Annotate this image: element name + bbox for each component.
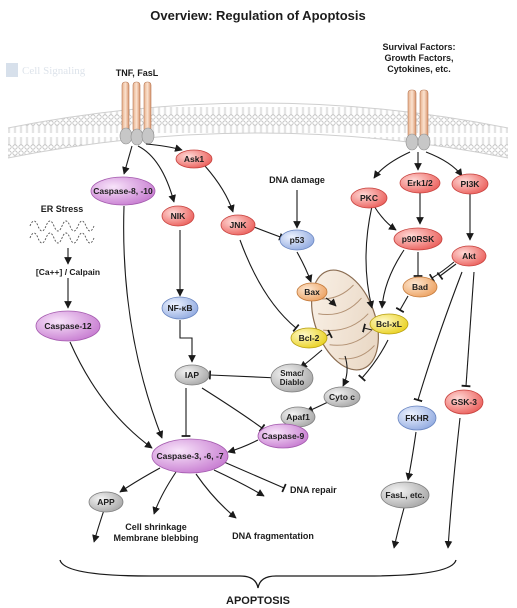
node-erk1-2: Erk1/2 <box>399 172 441 194</box>
node-p53: p53 <box>279 229 315 251</box>
er-stress-label: ER Stress <box>41 204 84 214</box>
node-bcl-2: Bcl-2 <box>290 327 328 349</box>
svg-text:Caspase-3, -6, -7: Caspase-3, -6, -7 <box>156 451 223 461</box>
svg-text:Caspase-12: Caspase-12 <box>44 321 92 331</box>
svg-text:Cell Signaling: Cell Signaling <box>22 65 86 77</box>
svg-text:p90RSK: p90RSK <box>402 234 435 244</box>
membrane-blebbing-label: Membrane blebbing <box>113 533 198 543</box>
node-ask1: Ask1 <box>175 149 213 169</box>
svg-text:NF-κB: NF-κB <box>167 303 192 313</box>
svg-text:APP: APP <box>97 497 115 507</box>
svg-text:PI3K: PI3K <box>461 179 481 189</box>
svg-text:PKC: PKC <box>360 193 378 203</box>
svg-text:GSK-3: GSK-3 <box>451 397 477 407</box>
node-p90rsk: p90RSK <box>393 227 443 251</box>
survival-factors-line-3: Cytokines, etc. <box>387 64 451 74</box>
node-bax: Bax <box>296 282 328 302</box>
svg-text:Apaf1: Apaf1 <box>286 412 310 422</box>
diagram-title: Overview: Regulation of Apoptosis <box>150 8 365 23</box>
node-akt: Akt <box>451 245 487 267</box>
node-bad: Bad <box>402 276 438 298</box>
node-caspase-3-6-7: Caspase-3, -6, -7 <box>151 438 229 474</box>
pathway-edges <box>64 143 475 549</box>
dna-fragmentation-label: DNA fragmentation <box>232 531 314 541</box>
node-smac-diablo: Smac/ Diablo <box>270 363 314 393</box>
node-jnk: JNK <box>220 214 256 236</box>
node-caspase-8-10: Caspase-8, -10 <box>90 176 156 206</box>
survival-factor-receptor <box>405 89 431 151</box>
node-cyto-c: Cyto c <box>323 386 361 408</box>
svg-text:Ask1: Ask1 <box>184 154 205 164</box>
svg-text:Smac/: Smac/ <box>280 369 304 378</box>
calcium-calpain-label: [Ca++] / Calpain <box>36 267 100 277</box>
svg-text:FKHR: FKHR <box>405 413 429 423</box>
svg-text:Caspase-8, -10: Caspase-8, -10 <box>93 186 153 196</box>
svg-text:Cyto c: Cyto c <box>329 392 355 402</box>
dna-repair-label: DNA repair <box>290 485 337 495</box>
node-caspase-12: Caspase-12 <box>35 310 101 342</box>
svg-text:Bad: Bad <box>412 282 428 292</box>
survival-factors-line-1: Survival Factors: <box>382 42 455 52</box>
node-app: APP <box>88 491 124 513</box>
dna-damage-label: DNA damage <box>269 175 325 185</box>
node-nik: NIK <box>161 205 195 227</box>
svg-text:IAP: IAP <box>185 370 200 380</box>
node-iap: IAP <box>174 364 210 386</box>
svg-text:Bax: Bax <box>304 287 320 297</box>
node-pkc: PKC <box>350 187 388 209</box>
survival-factors-line-2: Growth Factors, <box>384 53 453 63</box>
svg-text:Bcl-xL: Bcl-xL <box>376 319 402 329</box>
node-fasl-etc: FasL, etc. <box>380 481 430 509</box>
tnf-fasl-receptor <box>119 81 155 146</box>
node-nf-kb: NF-κB <box>161 296 199 320</box>
svg-text:Akt: Akt <box>462 251 476 261</box>
svg-text:Bcl-2: Bcl-2 <box>299 333 320 343</box>
watermark: Cell Signaling <box>6 63 86 77</box>
svg-text:FasL, etc.: FasL, etc. <box>385 490 424 500</box>
node-bcl-xl: Bcl-xL <box>369 313 409 335</box>
svg-text:NIK: NIK <box>171 211 187 221</box>
svg-text:Erk1/2: Erk1/2 <box>407 178 433 188</box>
svg-text:p53: p53 <box>290 235 305 245</box>
node-gsk-3: GSK-3 <box>444 389 484 415</box>
svg-text:Diablo: Diablo <box>280 378 305 387</box>
apoptosis-brace <box>59 559 457 589</box>
receptor-label-tnf-fasl: TNF, FasL <box>116 68 159 78</box>
apoptosis-label: APOPTOSIS <box>226 595 290 607</box>
node-pi3k: PI3K <box>451 173 489 195</box>
cell-shrinkage-label: Cell shrinkage <box>125 522 187 532</box>
cell-membrane <box>7 102 509 159</box>
node-fkhr: FKHR <box>397 405 437 431</box>
svg-text:JNK: JNK <box>229 220 247 230</box>
endoplasmic-reticulum-icon <box>29 220 95 244</box>
svg-text:Caspase-9: Caspase-9 <box>262 431 305 441</box>
node-caspase-9: Caspase-9 <box>257 423 309 449</box>
